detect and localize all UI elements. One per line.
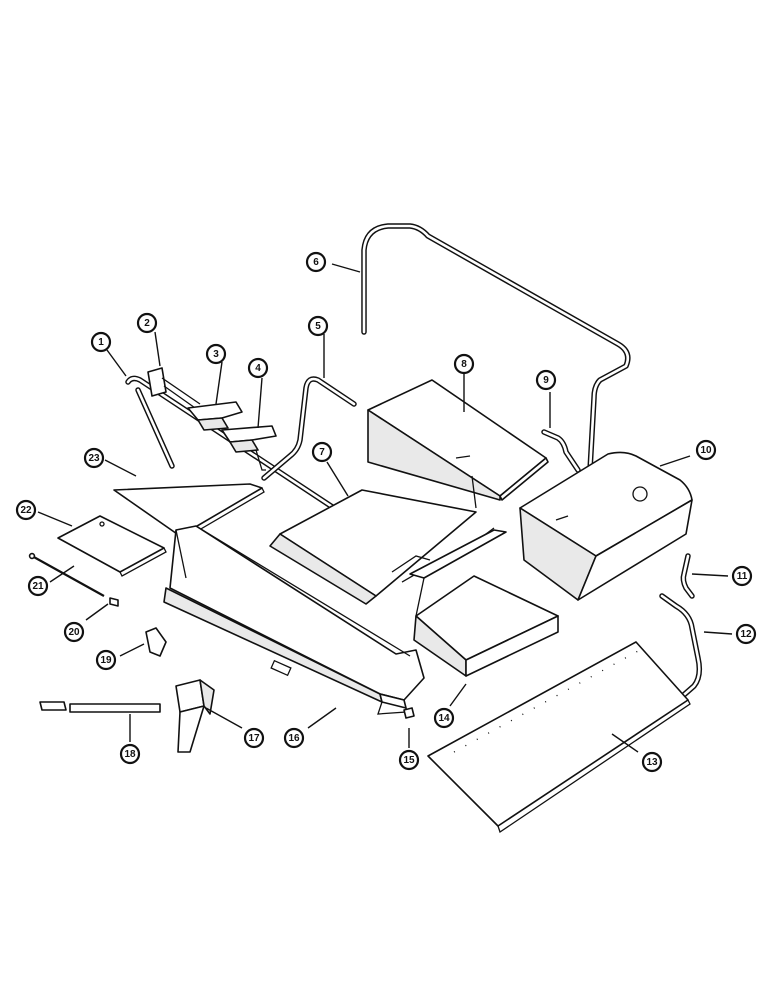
callout-21: 21 (27, 575, 49, 597)
callout-9: 9 (535, 369, 557, 391)
part-18-trim-strip (39, 701, 161, 713)
part-6-rear-frame-tube (361, 223, 631, 473)
part-20-clip (109, 597, 119, 607)
callout-circle (90, 331, 112, 353)
callout-circle (136, 312, 158, 334)
callout-circle (453, 353, 475, 375)
callout-13: 13 (641, 751, 663, 773)
callout-number: 22 (20, 505, 32, 516)
callout-number: 5 (315, 321, 321, 332)
callout-23: 23 (83, 447, 105, 469)
part-7-seat-base (269, 489, 495, 605)
callout-number: 3 (213, 349, 219, 360)
callout-number: 20 (68, 627, 80, 638)
part-14-floor-tray (409, 529, 559, 677)
callout-circle (205, 343, 227, 365)
callout-circle (305, 251, 327, 273)
callout-number: 12 (740, 629, 752, 640)
callout-circle (695, 439, 717, 461)
callout-circle (27, 575, 49, 597)
callout-15: 15 (398, 749, 420, 771)
callout-number: 11 (737, 571, 748, 582)
part-11-rod (680, 553, 695, 599)
callout-number: 19 (100, 655, 112, 666)
callout-number: 18 (124, 749, 136, 760)
callout-number: 15 (403, 755, 415, 766)
callout-number: 21 (32, 581, 44, 592)
callout-20: 20 (63, 621, 85, 643)
callout-circle (535, 369, 557, 391)
callout-circle (307, 315, 329, 337)
callout-circle (15, 499, 37, 521)
callout-number: 6 (313, 257, 319, 268)
callout-number: 7 (319, 447, 325, 458)
callout-3: 3 (205, 343, 227, 365)
part-3-pedal (187, 401, 243, 431)
callout-19: 19 (95, 649, 117, 671)
callout-7: 7 (311, 441, 333, 463)
callout-circle (95, 649, 117, 671)
part-9-bent-tube (541, 429, 581, 473)
callout-14: 14 (433, 707, 455, 729)
part-17-step-bracket (175, 679, 215, 753)
callout-number: 23 (88, 453, 100, 464)
callout-11: 11 (731, 565, 753, 587)
callout-number: 14 (438, 713, 450, 724)
callout-circle (243, 727, 265, 749)
callout-number: 4 (255, 363, 261, 374)
callout-17: 17 (243, 727, 265, 749)
callout-16: 16 (283, 727, 305, 749)
callout-circle (119, 743, 141, 765)
part-15-nut (403, 707, 415, 719)
part-2-bracket (147, 367, 201, 411)
callout-circle (398, 749, 420, 771)
callout-circle (283, 727, 305, 749)
callout-number: 9 (543, 375, 549, 386)
callout-2: 2 (136, 312, 158, 334)
callout-12: 12 (735, 623, 757, 645)
part-21-rod (28, 552, 105, 597)
callout-22: 22 (15, 499, 37, 521)
callout-circle (63, 621, 85, 643)
callout-circle (433, 707, 455, 729)
part-16-body-shell (163, 525, 425, 715)
part-8-box-cover (367, 379, 549, 509)
callout-number: 13 (646, 757, 658, 768)
part-10-tank-box (519, 451, 693, 601)
callout-leaders (37, 263, 733, 753)
part-22-small-plate (57, 515, 167, 577)
callout-number: 8 (461, 359, 467, 370)
part-5-hooked-tube (261, 376, 357, 481)
callout-1: 1 (90, 331, 112, 353)
callout-circle (731, 565, 753, 587)
callout-number: 2 (144, 318, 150, 329)
part-4-pedal (221, 425, 277, 471)
callout-circle (311, 441, 333, 463)
callout-circle (735, 623, 757, 645)
callout-number: 16 (288, 733, 300, 744)
callout-18: 18 (119, 743, 141, 765)
callout-number: 1 (98, 337, 104, 348)
callout-5: 5 (307, 315, 329, 337)
callout-number: 17 (248, 733, 260, 744)
callout-circle (83, 447, 105, 469)
part-13-side-panel (427, 641, 691, 834)
callout-6a: 6 (305, 251, 327, 273)
part-19-small-bracket (145, 627, 167, 657)
callout-circle (247, 357, 269, 379)
part-12-support-tube (657, 593, 703, 709)
callout-4: 4 (247, 357, 269, 379)
callout-8: 8 (453, 353, 475, 375)
callout-circle (641, 751, 663, 773)
callout-10: 10 (695, 439, 717, 461)
callout-number: 10 (700, 445, 712, 456)
